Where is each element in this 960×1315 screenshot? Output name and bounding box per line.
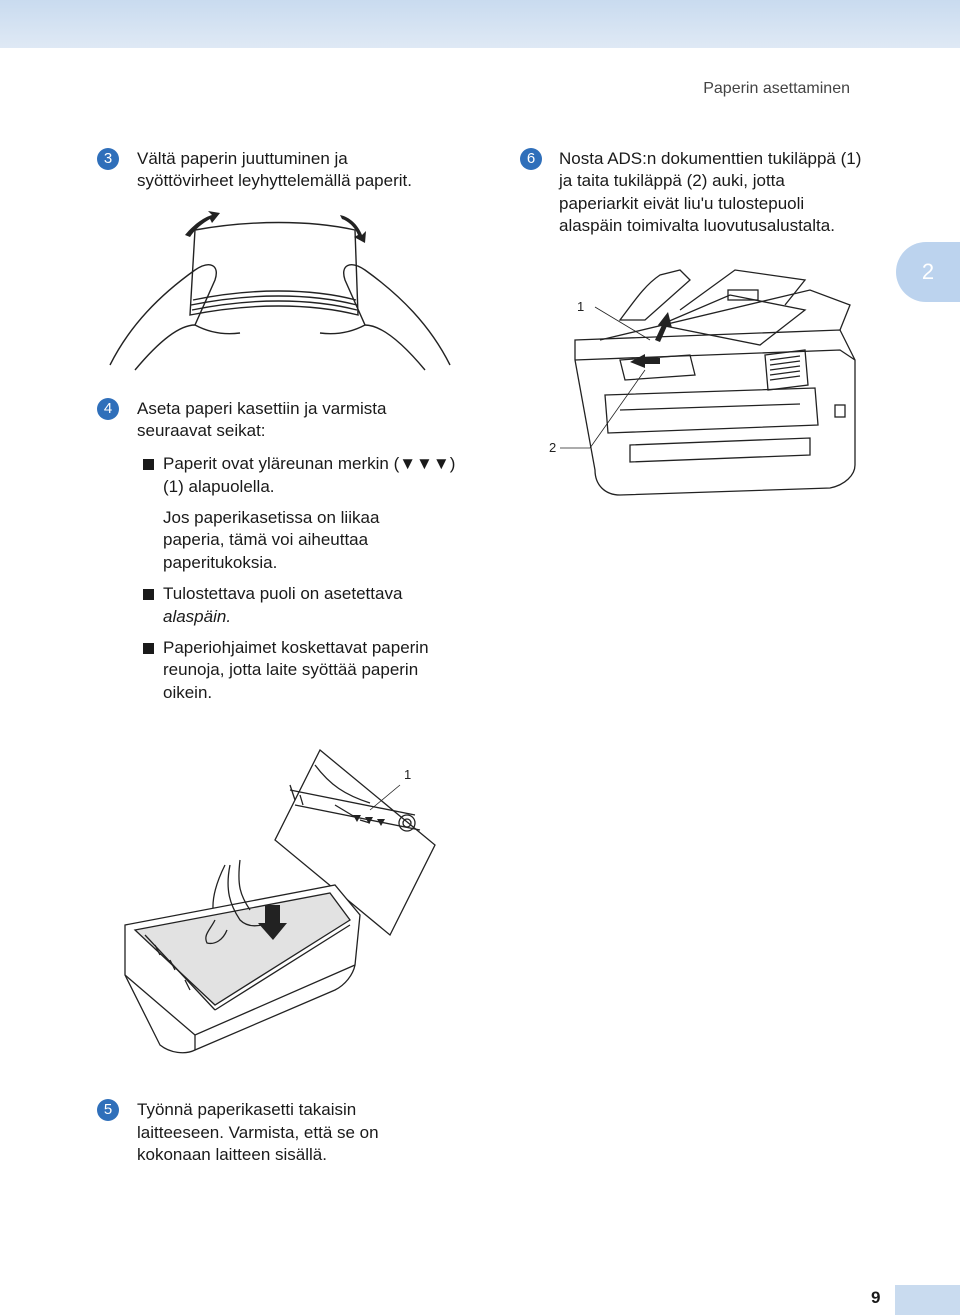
arrow-left-small-icon — [630, 354, 660, 368]
step-3-text-line1: Vältä paperin juuttuminen ja — [137, 149, 348, 168]
note-line1: Jos paperikasetissa on liikaa — [163, 508, 380, 527]
bullet-3-line1: Paperiohjaimet koskettavat paperin — [163, 638, 429, 657]
step-5-text-line2: laitteeseen. Varmista, että se on — [137, 1123, 379, 1142]
triangle-mark-icon — [365, 817, 373, 824]
step-6-text-line4: alaspäin toimivalta luovutusalustalta. — [559, 216, 835, 235]
note-line2: paperia, tämä voi aiheuttaa — [163, 530, 369, 549]
step-6-text-line3: paperiarkit eivät liu'u tulostepuoli — [559, 194, 805, 213]
bullet-2-line2: alaspäin. — [163, 607, 232, 626]
step-3-text-line2: syöttövirheet leyhyttelemällä paperit. — [137, 171, 412, 190]
page-number: 9 — [871, 1288, 881, 1307]
printer-illustration — [560, 269, 856, 496]
step-6-text-line2: ja taita tukiläppä (2) auki, jotta — [559, 171, 785, 190]
note-line3: paperitukoksia. — [163, 553, 278, 572]
bullet-marker — [143, 643, 154, 654]
chapter-tab: 2 — [896, 242, 960, 302]
arrow-down-icon — [258, 905, 287, 940]
step-4-badge: 4 — [97, 398, 119, 420]
printer-callout-2: 2 — [549, 440, 557, 455]
tray-callout-1: 1 — [404, 767, 412, 782]
page-number-band — [895, 1285, 960, 1315]
step-5-badge: 5 — [97, 1099, 119, 1121]
bullet-1-line2: (1) alapuolella. — [163, 477, 275, 496]
step-3-badge: 3 — [97, 148, 119, 170]
fan-paper-illustration — [109, 211, 451, 371]
step-4-text-line2: seuraavat seikat: — [137, 421, 266, 440]
bullet-1-line1: Paperit ovat yläreunan merkin (▼▼▼) — [163, 454, 456, 473]
bullet-marker — [143, 589, 154, 600]
step-5-text-line3: kokonaan laitteen sisällä. — [137, 1145, 327, 1164]
printer-callout-1: 1 — [577, 299, 585, 314]
arrow-right-icon — [340, 215, 366, 243]
bullet-3-line3: oikein. — [163, 683, 213, 702]
step-6-badge: 6 — [520, 148, 542, 170]
bullet-marker — [143, 459, 154, 470]
bullet-2-line1: Tulostettava puoli on asetettava — [163, 584, 403, 603]
step-5-text-line1: Työnnä paperikasetti takaisin — [137, 1100, 357, 1119]
triangle-mark-icon — [377, 819, 385, 826]
paper-tray-illustration — [124, 748, 436, 1054]
arrow-left-icon — [185, 211, 220, 237]
triangle-mark-icon — [353, 815, 361, 822]
bullet-3-line2: reunoja, jotta laite syöttää paperin — [163, 660, 419, 679]
running-header: Paperin asettaminen — [703, 80, 850, 97]
step-6-text-line1: Nosta ADS:n dokumenttien tukiläppä (1) — [559, 149, 862, 168]
arrow-up-icon — [655, 312, 672, 342]
top-color-band — [0, 0, 960, 48]
step-4-text-line1: Aseta paperi kasettiin ja varmista — [137, 399, 387, 418]
